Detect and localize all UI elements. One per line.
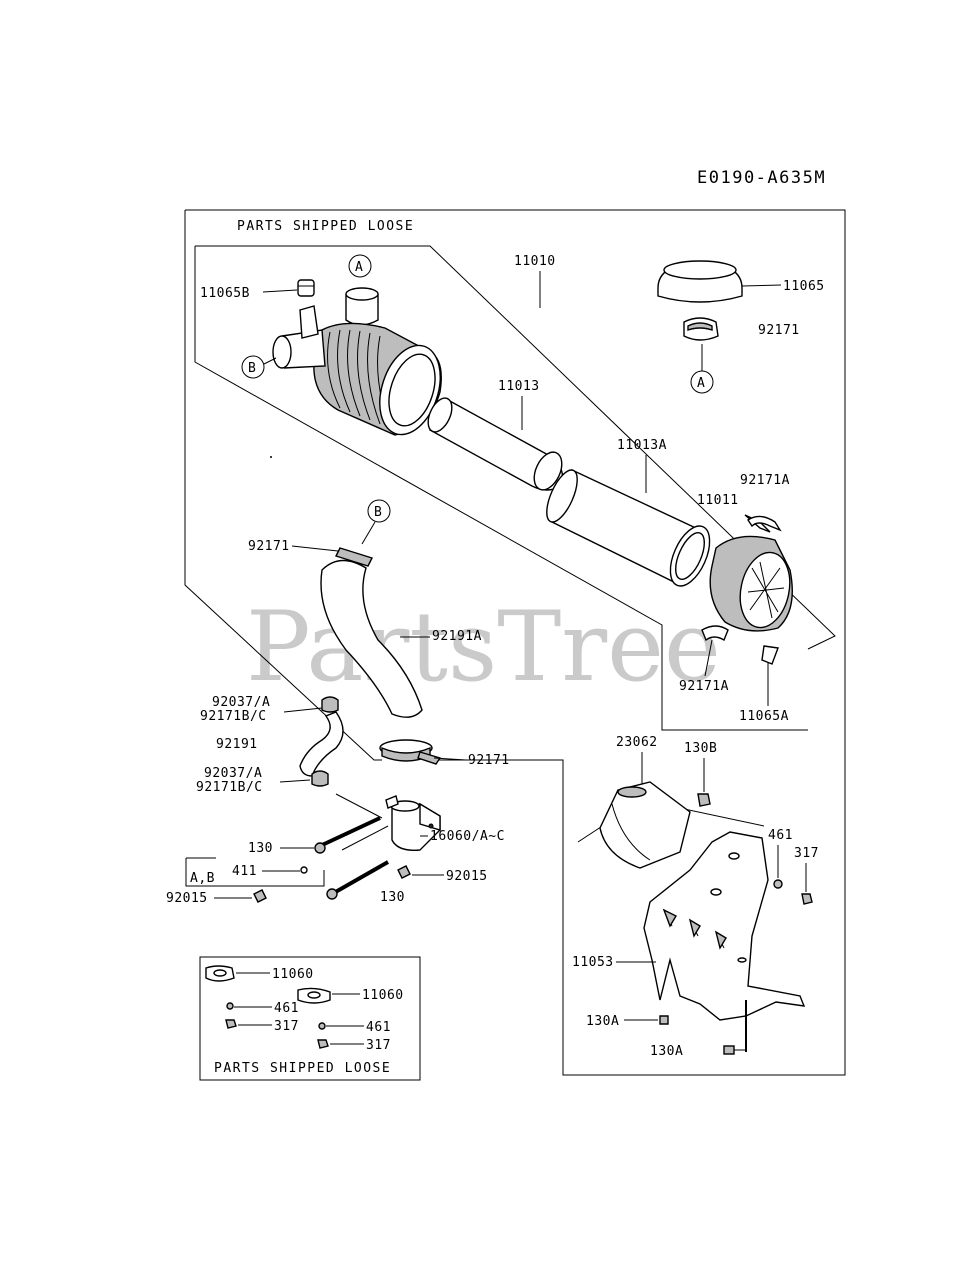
clamp-92171-top[interactable] (683, 317, 719, 341)
clamp-92037-2[interactable] (311, 770, 329, 787)
label-92037A-2: 92037/A (204, 766, 262, 781)
label-11060-2: 11060 (362, 988, 404, 1003)
label-130B: 130B (684, 741, 717, 756)
label-92171-clamp: 92171 (468, 753, 510, 768)
label-411: 411 (232, 864, 257, 879)
svg-text:A: A (697, 376, 705, 391)
nut-92015-left[interactable] (253, 889, 267, 903)
bolt-130A-1[interactable] (659, 1015, 669, 1025)
label-461: 461 (768, 828, 793, 843)
label-317-inset-1: 317 (274, 1019, 299, 1034)
gasket-11060-1[interactable] (205, 965, 235, 982)
hose-clamp-92171[interactable] (379, 739, 442, 765)
air-inlet-hose-92191A[interactable] (320, 559, 423, 718)
callout-B-housing: B (241, 355, 277, 379)
nut-317[interactable] (801, 893, 813, 905)
intake-pipe-16060[interactable] (385, 795, 441, 851)
inset-frame (199, 956, 421, 1081)
label-92015-left: 92015 (166, 891, 208, 906)
air-shroud-11053[interactable] (643, 831, 806, 1021)
label-11065: 11065 (783, 279, 825, 294)
callout-B-hose: B (361, 499, 391, 545)
air-cleaner-cover-11011[interactable] (709, 514, 796, 632)
valve-cap-11065B[interactable] (297, 279, 315, 297)
label-11065B: 11065B (200, 286, 250, 301)
label-461-inset-1: 461 (274, 1001, 299, 1016)
primary-filter-element-11013[interactable] (423, 394, 567, 494)
bracket-AB (185, 857, 325, 887)
svg-text:B: B (248, 361, 256, 376)
washer-461[interactable] (773, 879, 783, 889)
bolt-130A-2[interactable] (723, 1000, 747, 1055)
label-11013: 11013 (498, 379, 540, 394)
label-11065A: 11065A (739, 709, 789, 724)
watermark: PartsTree (246, 591, 721, 703)
outer-frame (185, 209, 846, 1076)
loose-group-frame-top (195, 245, 836, 650)
washer-411[interactable] (300, 866, 308, 874)
inset-title-parts-shipped-loose: PARTS SHIPPED LOOSE (214, 1061, 391, 1076)
label-92171-b: 92171 (248, 539, 290, 554)
callout-A-right: A (690, 344, 714, 394)
breather-hose-92191[interactable] (299, 711, 344, 777)
evacuator-valve-11065A[interactable] (761, 645, 779, 665)
label-92015-right: 92015 (446, 869, 488, 884)
hose-clamp-92171-b[interactable] (335, 547, 373, 567)
gasket-11060-2[interactable] (297, 987, 331, 1004)
label-92191: 92191 (216, 737, 258, 752)
fan-cover-23062[interactable] (599, 781, 691, 869)
label-317: 317 (794, 846, 819, 861)
label-130A-2: 130A (650, 1044, 683, 1059)
section-title-parts-shipped-loose: PARTS SHIPPED LOOSE (237, 219, 414, 234)
clamp-92171A-top[interactable] (747, 515, 782, 532)
nut-317-inset-1[interactable] (225, 1019, 237, 1029)
svg-text:A: A (355, 260, 363, 275)
clamp-92171A-low[interactable] (701, 625, 729, 642)
diagram-code: E0190-A635M (697, 168, 826, 188)
air-cleaner-housing[interactable] (272, 287, 451, 442)
label-11013A: 11013A (617, 438, 667, 453)
label-92171-top: 92171 (758, 323, 800, 338)
label-130A-1: 130A (586, 1014, 619, 1029)
label-130-upper: 130 (248, 841, 273, 856)
label-461-inset-2: 461 (366, 1020, 391, 1035)
callout-A-top: A (348, 254, 372, 278)
bolt-130-upper[interactable] (314, 816, 381, 854)
label-92171A-low: 92171A (679, 679, 729, 694)
secondary-filter-element-11013A[interactable] (541, 466, 718, 592)
svg-text:B: B (374, 505, 382, 520)
washer-461-inset-2[interactable] (318, 1022, 326, 1030)
label-11011: 11011 (697, 493, 739, 508)
label-23062: 23062 (616, 735, 658, 750)
label-92171BC-2: 92171B/C (196, 780, 263, 795)
label-16060: 16060/A~C (430, 829, 505, 844)
loose-group-frame-bottom (194, 246, 808, 731)
nut-92015-right[interactable] (397, 865, 411, 879)
nut-317-inset-2[interactable] (317, 1039, 329, 1049)
rain-cap-11065[interactable] (657, 260, 743, 303)
label-11010: 11010 (514, 254, 556, 269)
clamp-92037-1[interactable] (321, 696, 339, 713)
label-130-lower: 130 (380, 890, 405, 905)
bolt-130-lower[interactable] (326, 860, 389, 900)
label-11060-1: 11060 (272, 967, 314, 982)
label-92191A: 92191A (432, 629, 482, 644)
label-92171BC-1: 92171B/C (200, 709, 267, 724)
washer-461-inset-1[interactable] (226, 1002, 234, 1010)
label-317-inset-2: 317 (366, 1038, 391, 1053)
label-92037A-1: 92037/A (212, 695, 270, 710)
label-11053: 11053 (572, 955, 614, 970)
bolt-130B[interactable] (697, 793, 711, 807)
label-AB: A,B (190, 871, 215, 886)
label-92171A-top: 92171A (740, 473, 790, 488)
